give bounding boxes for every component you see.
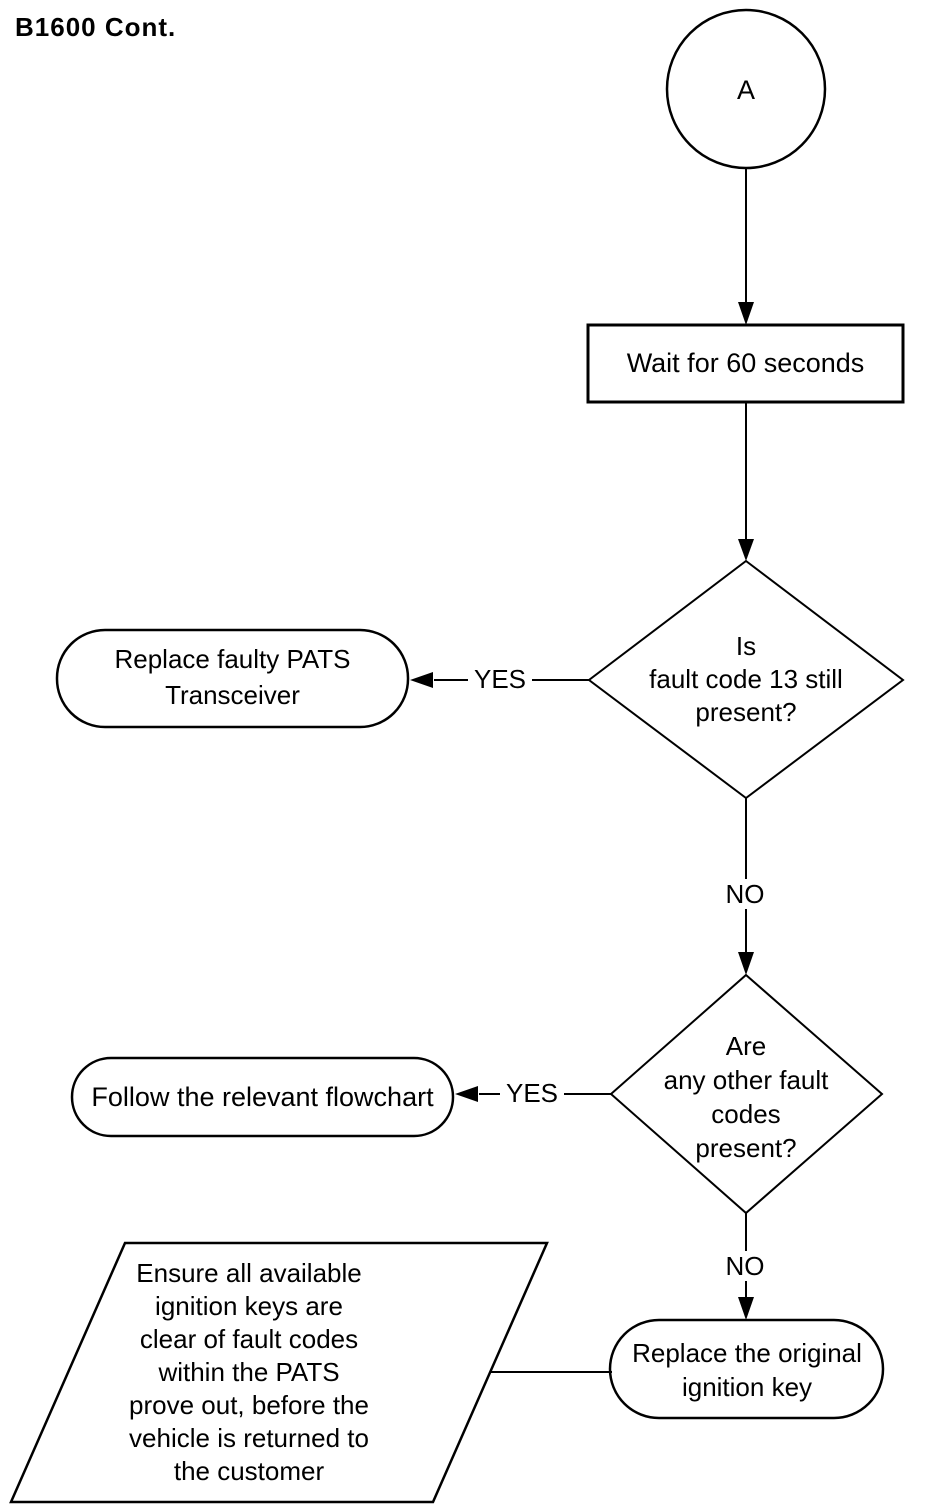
text-line: Transceiver xyxy=(165,680,300,710)
arrowhead-down-icon xyxy=(738,539,754,561)
edge-label-no-1: NO xyxy=(714,879,776,909)
terminator-follow-flowchart-text: Follow the relevant flowchart xyxy=(91,1082,434,1112)
decision2-text: Are any other fault codes present? xyxy=(596,1029,896,1165)
arrowhead-left-icon xyxy=(410,672,433,688)
text-line: ignition key xyxy=(681,1372,813,1402)
text-line: any other fault xyxy=(663,1065,829,1095)
text-line: vehicle is returned to xyxy=(129,1423,369,1453)
text-line: fault code 13 still xyxy=(649,664,843,694)
arrowhead-down-icon xyxy=(738,302,754,325)
text-line: Ensure all available xyxy=(136,1258,362,1288)
text-line: Replace faulty PATS xyxy=(114,644,351,674)
text-line: the customer xyxy=(173,1456,325,1486)
text-line: Are xyxy=(725,1031,767,1061)
terminator-follow-flowchart-shape xyxy=(70,1056,455,1138)
text-line: within the PATS xyxy=(158,1357,340,1387)
text-line: present? xyxy=(695,697,797,727)
text-line: prove out, before the xyxy=(129,1390,369,1420)
arrowhead-down-icon xyxy=(738,952,754,975)
text-line: Replace the original xyxy=(632,1338,862,1368)
io-note-text: Ensure all available ignition keys are c… xyxy=(79,1257,419,1488)
io-note-parallelogram xyxy=(9,1241,549,1504)
edge-label-no-2: NO xyxy=(714,1251,776,1281)
edge-label-yes-1: YES xyxy=(468,664,532,694)
connector-a-label: A xyxy=(736,75,755,105)
arrowhead-left-icon xyxy=(455,1086,478,1102)
wait-process-label: Wait for 60 seconds xyxy=(626,348,865,378)
text-line: clear of fault codes xyxy=(139,1324,359,1354)
terminator-replace-transceiver-text: Replace faulty PATS Transceiver xyxy=(57,641,408,713)
text-line: Is xyxy=(735,631,757,661)
edge-label-yes-2: YES xyxy=(500,1078,564,1108)
decision1-text: Is fault code 13 still present? xyxy=(596,630,896,729)
page-title: B1600 Cont. xyxy=(15,12,177,42)
text-line: ignition keys are xyxy=(155,1291,343,1321)
text-line: present? xyxy=(695,1133,797,1163)
terminator-replace-key-text: Replace the original ignition key xyxy=(611,1336,883,1404)
arrowhead-down-icon xyxy=(738,1297,754,1320)
text-line: codes xyxy=(711,1099,781,1129)
terminator-replace-key-shape xyxy=(608,1318,885,1420)
terminator-replace-transceiver-shape xyxy=(55,628,410,729)
